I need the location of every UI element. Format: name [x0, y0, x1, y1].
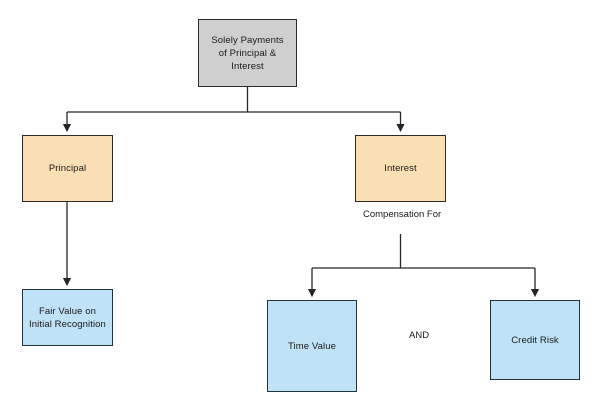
node-label: Principal [48, 163, 87, 174]
node-interest[interactable]: Interest [355, 135, 446, 202]
node-label: Solely Payments of Principal & Interest [211, 34, 284, 72]
node-principal[interactable]: Principal [22, 135, 113, 202]
node-label: Interest [384, 163, 417, 174]
node-fair-value-on-initial-recognition[interactable]: Fair Value on Initial Recognition [22, 289, 113, 346]
node-label: Fair Value on Initial Recognition [29, 305, 106, 330]
connector-root-to-branches [62, 87, 405, 133]
node-time-value[interactable]: Time Value [267, 300, 357, 392]
node-credit-risk[interactable]: Credit Risk [490, 300, 580, 380]
connector-interest-to-components [307, 234, 540, 298]
edge-label-and: AND [409, 330, 430, 341]
edge-label-compensation-for: Compensation For [363, 209, 442, 220]
node-label: Time Value [288, 340, 336, 352]
node-label: Credit Risk [511, 334, 559, 346]
node-solely-payments-of-principal-and-interest[interactable]: Solely Payments of Principal & Interest [198, 19, 297, 87]
